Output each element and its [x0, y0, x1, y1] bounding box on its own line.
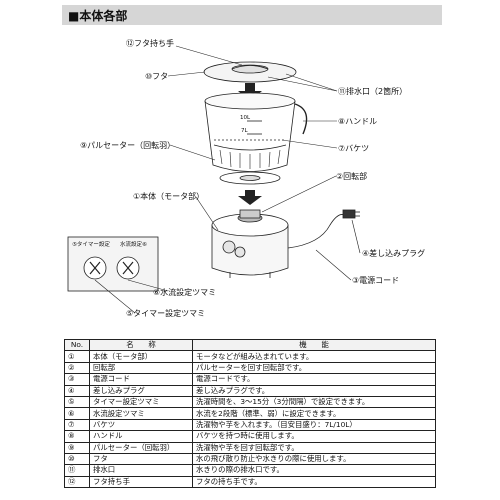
header-function: 機 能 [192, 338, 436, 352]
parts-diagram: ⑫フタ持ち手 ⑩フタ ⑪排水口（2箇所） ⑧ハンドル ⑨パルセーター（回転羽） … [67, 38, 425, 318]
cell-func: フタの持ち手です。 [192, 475, 436, 489]
cell-func: 洗濯物や芋を入れます。（目安目盛り：7L/10L） [192, 418, 436, 432]
cell-func: 水流を2段階（標準、弱）に設定できます。 [192, 407, 436, 420]
table-header-row: No. 名 称 機 能 [64, 338, 436, 352]
cell-no: ⑩ [64, 452, 90, 466]
label-bucket: ⑦バケツ [338, 144, 369, 153]
cell-name: タイマー設定ツマミ [89, 395, 193, 409]
motor-base-drawing [211, 209, 289, 278]
header-no: No. [64, 338, 90, 352]
label-handle: ⑧ハンドル [338, 117, 377, 126]
cell-no: ⑥ [64, 407, 90, 420]
cell-no: ② [64, 361, 90, 375]
label-plug: ④差し込みプラグ [362, 248, 425, 258]
label-pulsator: ⑨パルセーター（回転羽） [80, 141, 175, 150]
cell-no: ③ [64, 373, 90, 386]
cell-func: 水の飛び散り防止や水きりの際に使用します。 [192, 452, 436, 466]
cell-no: ⑫ [64, 475, 90, 489]
cell-no: ⑪ [64, 464, 90, 477]
label-flow-knob: ⑥水流設定ツマミ [153, 287, 216, 297]
cell-name: 差し込みプラグ [89, 384, 193, 397]
pulsator-drawing [219, 171, 281, 185]
cell-no: ⑨ [64, 441, 90, 454]
cell-func: 差し込みプラグです。 [192, 384, 436, 397]
label-rotor: ②回転部 [336, 171, 367, 181]
lid-drawing [203, 61, 297, 83]
mark-7l: 7L [241, 128, 248, 134]
mark-10l: 10L [240, 115, 251, 121]
section-header: ■本体各部 [62, 5, 442, 25]
label-power-cord: ③電源コード [352, 276, 399, 285]
control-panel-drawing [67, 236, 159, 292]
cell-no: ① [64, 350, 90, 363]
cell-func: 洗濯物や芋を回す回転部です。 [192, 441, 436, 454]
label-lid-handle: ⑫フタ持ち手 [126, 38, 174, 48]
cell-name: バケツ [89, 418, 193, 432]
cell-func: バケツを持つ時に使用します。 [192, 430, 436, 443]
cell-name: 水流設定ツマミ [89, 407, 193, 420]
cell-name: パルセーター（回転羽） [89, 441, 193, 454]
cell-no: ⑤ [64, 395, 90, 409]
label-drain: ⑪排水口（2箇所） [338, 86, 407, 96]
cell-func: 洗濯時間を、3〜15分（3分間隔）で設定できます。 [192, 395, 436, 409]
cell-func: 水きりの際の排水口です。 [192, 464, 436, 477]
cell-name: フタ持ち手 [89, 475, 193, 489]
power-cord-drawing [287, 209, 360, 249]
cell-func: モータなどが組み込まれています。 [192, 350, 436, 363]
leader-lines [94, 45, 361, 314]
cell-name: ハンドル [89, 430, 193, 443]
cell-name: 回転部 [89, 361, 193, 375]
cell-func: パルセーターを回す回転部です。 [192, 361, 436, 375]
cell-name: 電源コード [89, 373, 193, 386]
label-timer-knob: ⑤タイマー設定ツマミ [126, 308, 205, 318]
down-arrow-icon [238, 190, 262, 205]
bucket-drawing [204, 92, 308, 172]
cell-no: ④ [64, 384, 90, 397]
cell-no: ⑧ [64, 430, 90, 443]
panel-timer-label: ⑤タイマー設定 [72, 240, 110, 248]
cell-func: 電源コードです。 [192, 373, 436, 386]
section-title: ■本体各部 [68, 9, 128, 23]
cell-name: フタ [89, 452, 193, 466]
cell-no: ⑦ [64, 418, 90, 432]
header-name: 名 称 [89, 338, 193, 352]
label-lid: ⑩フタ [145, 72, 168, 81]
cell-name: 排水口 [89, 464, 193, 477]
cell-name: 本体（モータ部） [89, 350, 193, 363]
panel-flow-label: 水流設定⑥ [120, 240, 147, 248]
label-motor-body: ①本体（モータ部） [133, 191, 204, 201]
